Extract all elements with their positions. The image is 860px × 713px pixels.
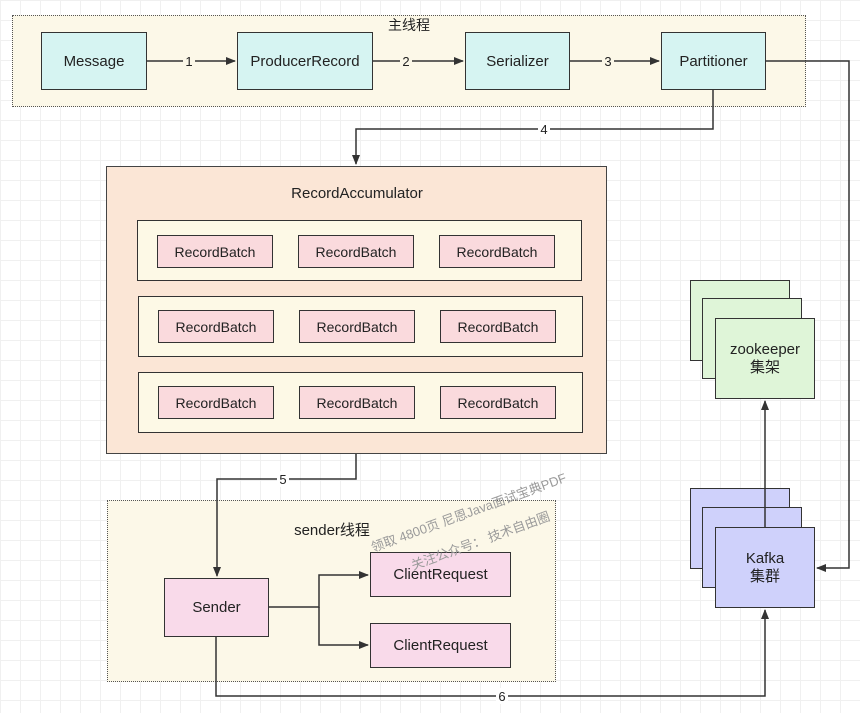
client-request-node[interactable]: ClientRequest	[370, 623, 511, 668]
record-batch: RecordBatch	[440, 310, 556, 343]
record-batch: RecordBatch	[440, 386, 556, 419]
record-batch: RecordBatch	[158, 386, 274, 419]
edge-2-label: 2	[402, 54, 409, 69]
main-thread-label: 主线程	[388, 17, 430, 33]
record-batch: RecordBatch	[439, 235, 555, 268]
sender-node[interactable]: Sender	[164, 578, 269, 637]
kafka-cluster[interactable]: Kafka 集群	[715, 527, 815, 608]
edge-4	[352, 90, 714, 165]
record-batch: RecordBatch	[158, 310, 274, 343]
record-batch: RecordBatch	[157, 235, 273, 268]
zookeeper-label: zookeeper 集架	[729, 340, 801, 376]
record-accumulator-label: RecordAccumulator	[291, 185, 423, 202]
edge-sender-requests	[269, 571, 369, 608]
edge-3-label: 3	[604, 54, 611, 69]
kafka-label: Kafka 集群	[745, 549, 785, 585]
edge-1-label: 1	[185, 54, 192, 69]
edge-sender-requests-2	[318, 607, 369, 649]
edge-6-label: 6	[498, 689, 505, 704]
producer-record-node[interactable]: ProducerRecord	[237, 32, 373, 90]
record-batch: RecordBatch	[299, 386, 415, 419]
edge-4-label: 4	[540, 122, 547, 137]
record-batch: RecordBatch	[299, 310, 415, 343]
sender-thread-label: sender线程	[294, 522, 370, 539]
edge-6	[215, 609, 769, 697]
client-request-node[interactable]: ClientRequest	[370, 552, 511, 597]
message-node[interactable]: Message	[41, 32, 147, 90]
zookeeper-cluster[interactable]: zookeeper 集架	[715, 318, 815, 399]
serializer-node[interactable]: Serializer	[465, 32, 570, 90]
edge-5-label: 5	[279, 472, 286, 487]
record-batch: RecordBatch	[298, 235, 414, 268]
partitioner-node[interactable]: Partitioner	[661, 32, 766, 90]
edge-partitioner-kafka	[766, 60, 850, 572]
